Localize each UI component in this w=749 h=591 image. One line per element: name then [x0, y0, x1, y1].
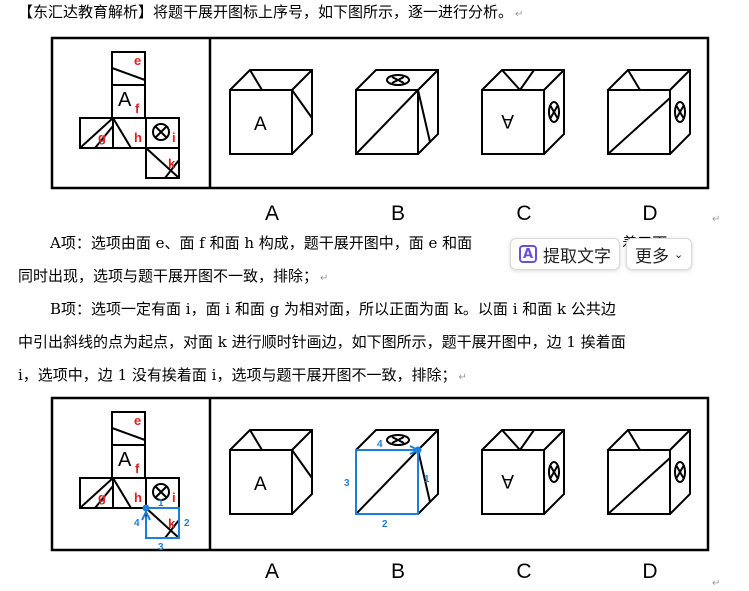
face-label-k: k: [168, 516, 176, 531]
option-label-c: C: [516, 560, 531, 583]
face-label-h: h: [134, 130, 142, 145]
more-label: 更多: [635, 246, 669, 267]
face-label-e: e: [134, 53, 141, 68]
cube-c-letter-flipped: A: [501, 110, 514, 131]
option-label-b: B: [391, 202, 405, 225]
option-label-d: D: [642, 560, 657, 583]
figure-1: e A f g h i k A A: [50, 36, 720, 225]
cube-option-c: [481, 429, 565, 515]
face-label-h: h: [134, 490, 142, 505]
cube-net: [79, 51, 180, 179]
extract-text-label: 提取文字: [543, 246, 611, 267]
cube-option-d: [607, 429, 691, 515]
cube-option-b: [355, 429, 439, 515]
paragraph-option-b-cont: 中引出斜线的点为起点，对面 k 进行顺时针画边，如下图所示，题干展开图中，边 1…: [18, 333, 626, 351]
cube-option-b: [355, 69, 439, 155]
more-button[interactable]: 更多 ⌄: [626, 238, 693, 270]
face-label-f: f: [135, 101, 140, 116]
cube-option-a: [229, 429, 313, 515]
cube-option-c: [481, 69, 565, 155]
cube-a-letter: A: [254, 114, 267, 135]
paragraph-option-a-cont: 同时出现，选项与题干展开图不一致，排除；↵: [18, 267, 329, 285]
cube-b-edge-annotation: [355, 445, 422, 515]
face-label-f: f: [135, 461, 140, 476]
cube-option-d: [607, 69, 691, 155]
figure-2: e A f g h i k 1 2 3 4 A 4 3 1 2: [50, 396, 720, 589]
extract-text-button[interactable]: A 提取文字: [510, 238, 620, 270]
cube-edge-2: 2: [382, 519, 388, 530]
paragraph-mark: ↵: [712, 214, 720, 225]
face-label-g: g: [98, 490, 106, 505]
net-edge-3: 3: [158, 542, 164, 553]
text-extract-icon: A: [519, 245, 537, 263]
face-label-A: A: [118, 89, 132, 111]
face-label-i: i: [172, 490, 176, 505]
chevron-down-icon: ⌄: [674, 247, 684, 261]
option-label-b: B: [391, 560, 405, 583]
cube-net-annotated: [79, 411, 180, 539]
option-label-a: A: [265, 560, 279, 583]
floating-toolbar: A 提取文字 更多 ⌄: [510, 238, 693, 270]
paragraph-mark: ↵: [712, 578, 720, 589]
cube-option-a: [229, 69, 313, 155]
option-label-c: C: [516, 202, 531, 225]
cube-edge-1: 1: [424, 474, 430, 485]
cube-a-letter: A: [254, 474, 267, 495]
option-label-d: D: [642, 202, 657, 225]
face-label-A: A: [118, 449, 132, 471]
net-edge-1: 1: [158, 498, 164, 509]
net-edge-annotation: [141, 504, 180, 539]
cube-edge-4: 4: [377, 439, 383, 450]
face-label-i: i: [172, 130, 176, 145]
cube-edge-3: 3: [344, 478, 350, 489]
net-edge-4: 4: [134, 518, 140, 529]
cube-c-letter-flipped: A: [501, 470, 514, 491]
option-label-a: A: [265, 202, 279, 225]
face-label-k: k: [168, 156, 176, 171]
paragraph-option-b-end: i，选项中，边 1 没有挨着面 i，选项与题干展开图不一致，排除；↵: [18, 366, 467, 384]
paragraph-intro: 【东汇达教育解析】将题干展开图标上序号，如下图所示，逐一进行分析。↵: [18, 3, 524, 21]
net-edge-2: 2: [184, 518, 190, 529]
face-label-e: e: [134, 413, 141, 428]
paragraph-option-b: B项：选项一定有面 i，面 i 和面 g 为相对面，所以正面为面 k。以面 i …: [50, 300, 616, 318]
face-label-g: g: [98, 130, 106, 145]
